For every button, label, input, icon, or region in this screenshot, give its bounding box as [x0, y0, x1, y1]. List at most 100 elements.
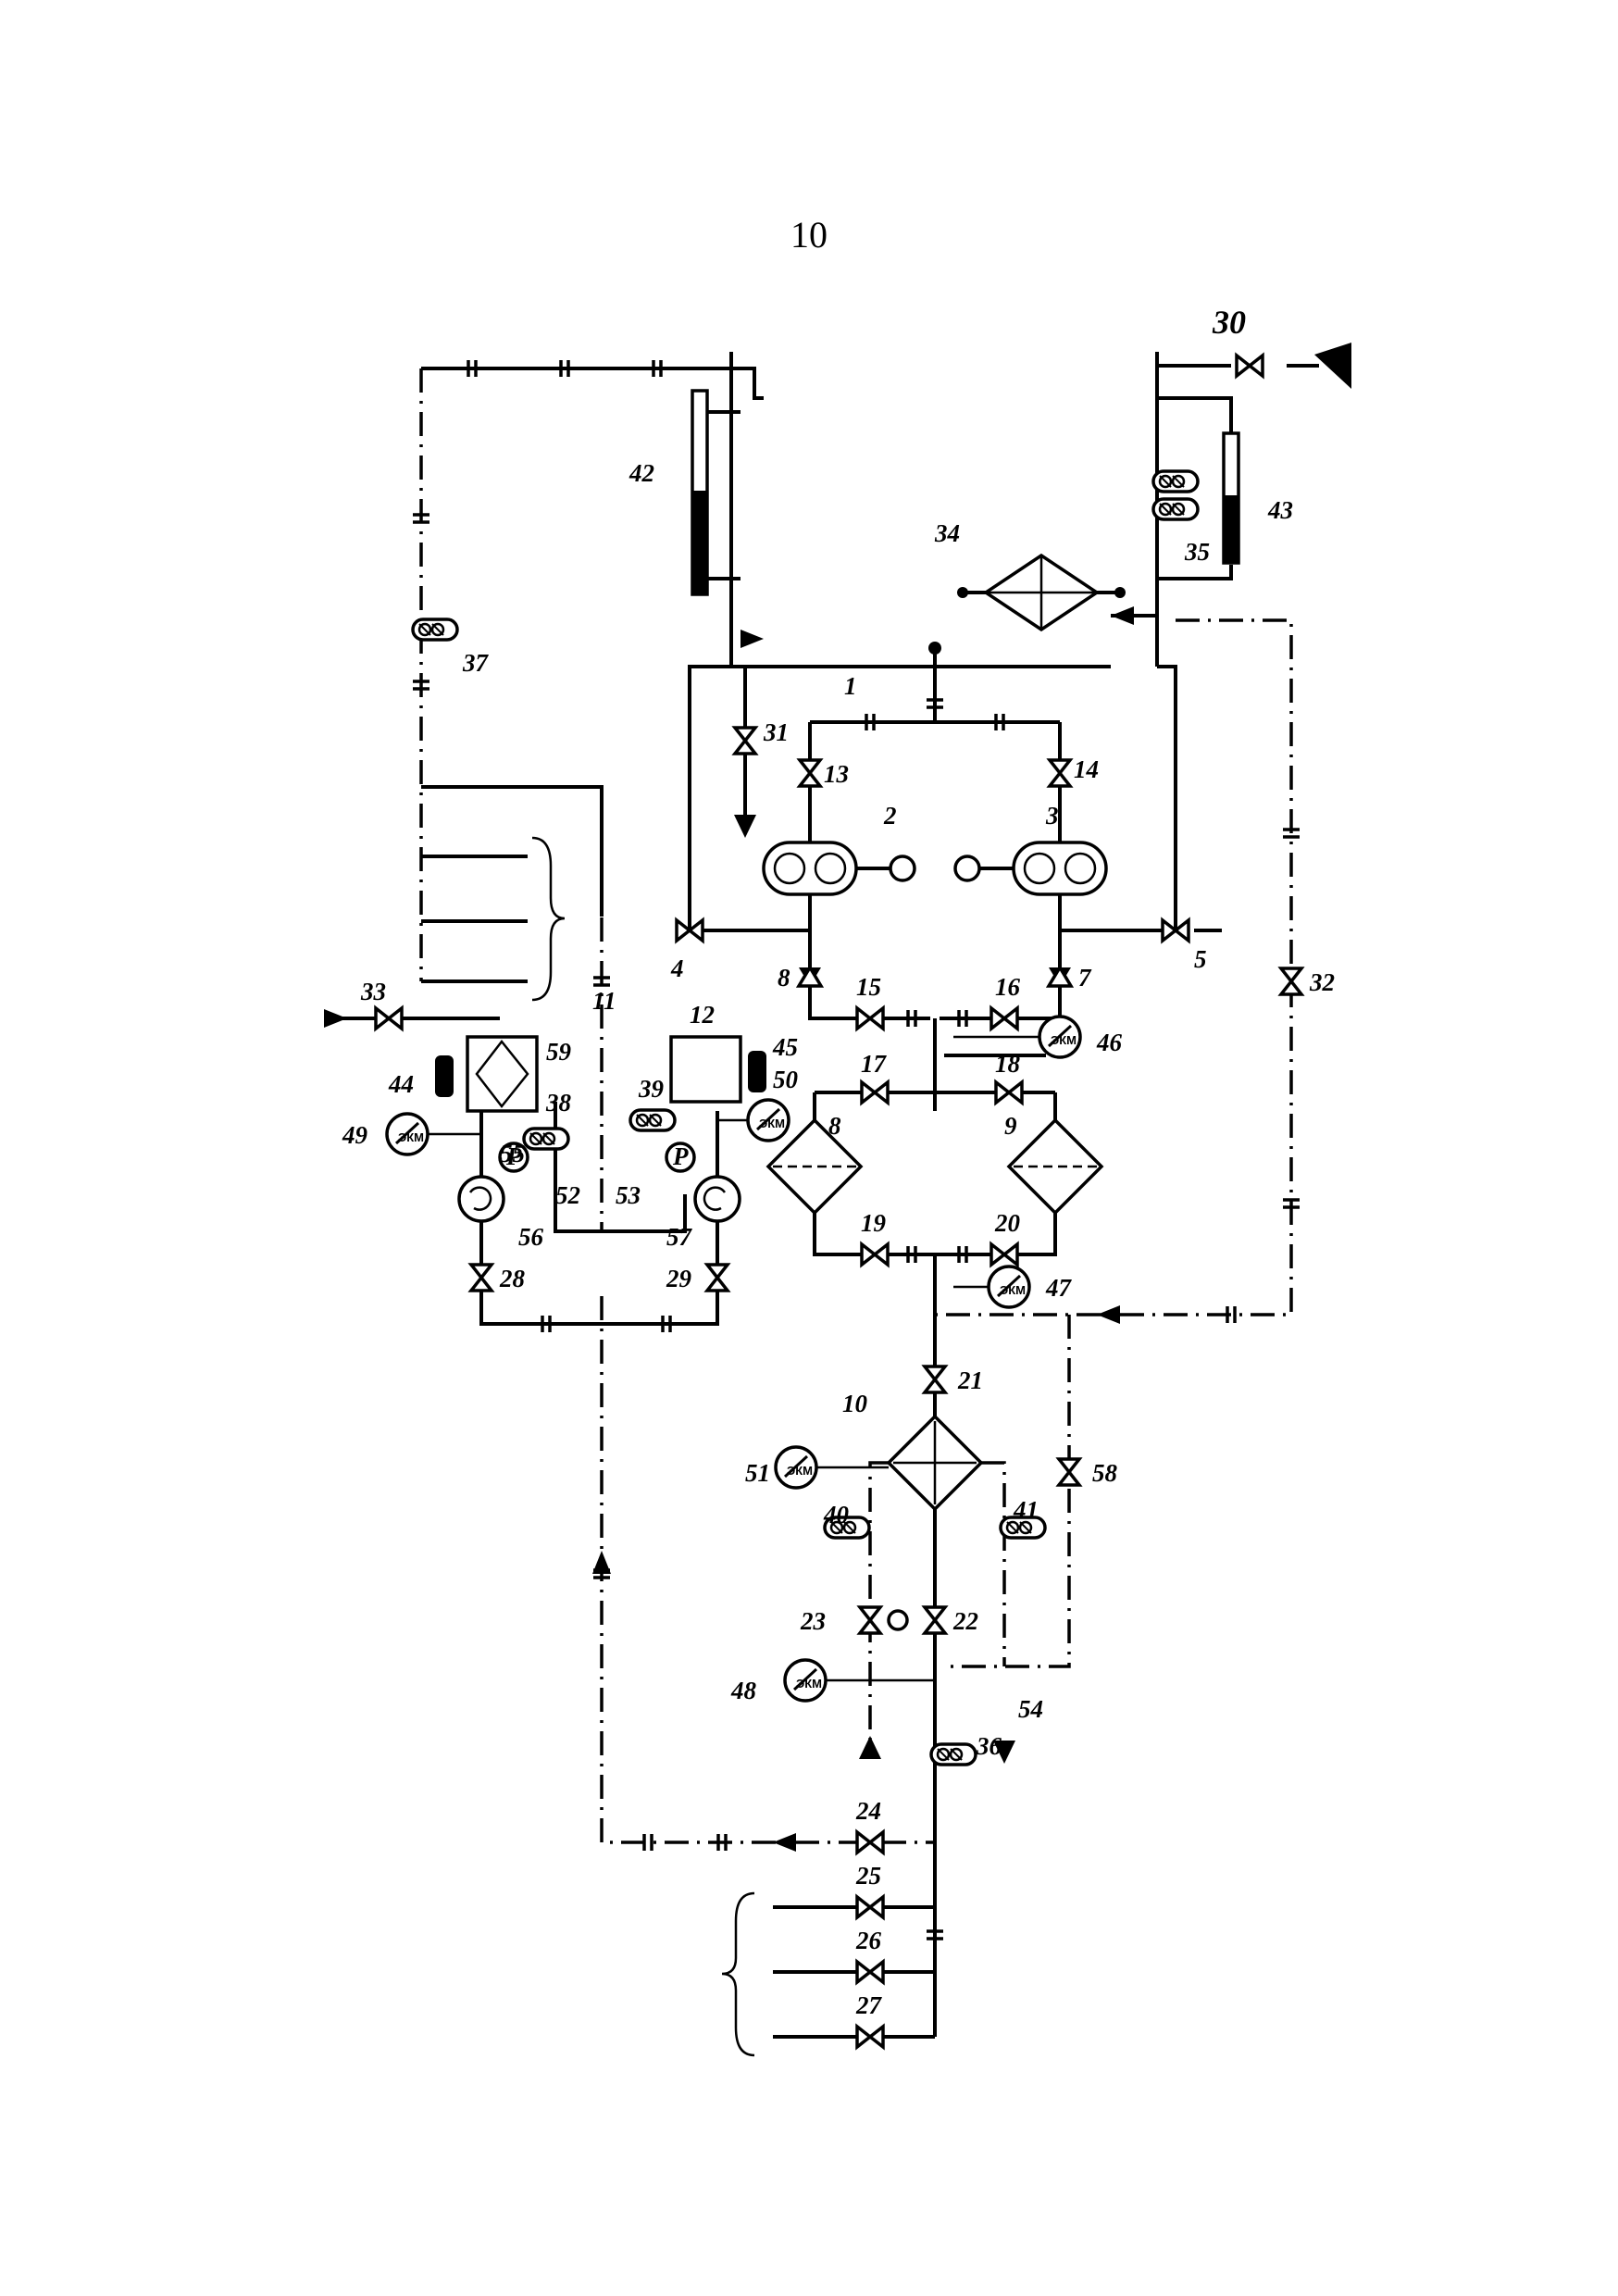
valve-19[interactable] [860, 1242, 890, 1267]
gauge-46 [1038, 1015, 1082, 1059]
pump-57-arrow [703, 1186, 727, 1211]
label-16: 16 [995, 973, 1021, 1001]
valve-29[interactable] [705, 1263, 729, 1292]
pressure-gauge-52 [498, 1142, 529, 1173]
valve-58[interactable] [1057, 1457, 1081, 1487]
drain-54-arrow [993, 1741, 1015, 1764]
check-valve-7-top [1045, 964, 1075, 988]
label-14: 14 [1074, 755, 1099, 783]
label-41: 41 [1013, 1496, 1039, 1524]
gauge-47 [987, 1265, 1031, 1309]
valve-33[interactable] [374, 1006, 404, 1030]
valve-30[interactable] [1235, 354, 1264, 378]
label-58: 58 [1092, 1459, 1118, 1487]
valve-15[interactable] [855, 1006, 885, 1030]
valve-20[interactable] [989, 1242, 1019, 1267]
valve-26[interactable] [855, 1960, 885, 1984]
label-48: 48 [730, 1677, 757, 1704]
valve-14[interactable] [1048, 758, 1072, 788]
valve-17[interactable] [860, 1080, 890, 1104]
valve-31[interactable] [733, 726, 757, 755]
label-7: 7 [1078, 964, 1092, 992]
cooler-10-cross [893, 1421, 977, 1504]
check-valve-8-top [795, 964, 825, 988]
pipe-bypass-4 [688, 665, 810, 932]
label-32: 32 [1309, 968, 1335, 996]
valve-23[interactable] [858, 1605, 882, 1635]
gauge-50 [746, 1098, 790, 1142]
label-27: 27 [855, 1991, 883, 2019]
label-59: 59 [546, 1038, 572, 1066]
pump-2-rotor-b [814, 852, 847, 885]
label-47: 47 [1045, 1274, 1073, 1302]
pipe-tank43-links [1157, 396, 1233, 580]
gauge-lines [428, 1035, 1039, 1682]
pump-2[interactable] [762, 841, 858, 896]
node-header-1 [928, 642, 941, 655]
label-17: 17 [861, 1050, 888, 1078]
label-49: 49 [342, 1121, 368, 1149]
sensor-37 [411, 618, 459, 642]
label-19: 19 [861, 1209, 887, 1237]
pipe-filter-header [813, 1018, 1057, 1129]
pipe-left-branches [421, 855, 528, 983]
label-37: 37 [462, 649, 490, 677]
label-31: 31 [763, 718, 789, 746]
label-38: 38 [545, 1089, 572, 1117]
flow-arrow [741, 630, 764, 648]
valve-18[interactable] [994, 1080, 1024, 1104]
pump-3[interactable] [1012, 841, 1108, 896]
pump-56[interactable] [457, 1175, 505, 1223]
label-1: 1 [844, 672, 857, 700]
valve-32[interactable] [1279, 967, 1303, 996]
label-8: 8 [778, 964, 790, 992]
brace-left-branches [531, 836, 566, 1002]
label-52: 52 [555, 1181, 580, 1209]
label-18: 18 [995, 1050, 1021, 1078]
gauge-49 [385, 1112, 429, 1156]
pump-56-arrow [468, 1186, 492, 1211]
page-number: 10 [790, 214, 828, 256]
label-10: 10 [842, 1390, 868, 1417]
label-39: 39 [638, 1075, 665, 1103]
valve-22[interactable] [923, 1605, 947, 1635]
arrow-right-return [1111, 606, 1134, 625]
label-11: 11 [592, 987, 616, 1015]
label-21: 21 [957, 1366, 983, 1394]
valve-16[interactable] [989, 1006, 1019, 1030]
label-55: 55 [500, 1140, 525, 1167]
valve-28[interactable] [469, 1263, 493, 1292]
label-51: 51 [745, 1459, 770, 1487]
label-3: 3 [1045, 802, 1059, 830]
gauge-52-letter: Р [505, 1142, 522, 1170]
heater-11 [466, 1035, 539, 1113]
heater-11-diamond [475, 1039, 529, 1109]
label-24: 24 [855, 1797, 881, 1825]
sensor-38 [522, 1127, 570, 1151]
label-42: 42 [629, 459, 654, 487]
valve-25[interactable] [855, 1895, 885, 1919]
flow-arrow [1097, 1305, 1120, 1324]
label-5: 5 [1194, 945, 1207, 973]
pipe-main-vertical-left [729, 352, 764, 667]
label-45: 45 [772, 1033, 798, 1061]
valve-21[interactable] [923, 1365, 947, 1394]
label-22: 22 [952, 1607, 978, 1635]
water-inlet-cone [859, 1736, 881, 1759]
valve-27[interactable] [855, 2025, 885, 2049]
pipe-bypass-5 [1060, 665, 1222, 932]
pump-57[interactable] [693, 1175, 741, 1223]
label-43: 43 [1267, 496, 1293, 524]
pipe-cooler-water [868, 1461, 1006, 1741]
motor-2 [889, 855, 916, 882]
pipe-tank42-links [707, 410, 741, 580]
valve-24[interactable] [855, 1830, 885, 1854]
label-57: 57 [666, 1223, 693, 1251]
valve-13[interactable] [798, 758, 822, 788]
heat-exchanger-34-cross [986, 555, 1097, 630]
label-35: 35 [1184, 538, 1210, 566]
label-20: 20 [994, 1209, 1021, 1237]
label-30: 30 [1212, 304, 1246, 341]
label-25: 25 [855, 1862, 881, 1890]
gauge-51 [774, 1445, 818, 1490]
